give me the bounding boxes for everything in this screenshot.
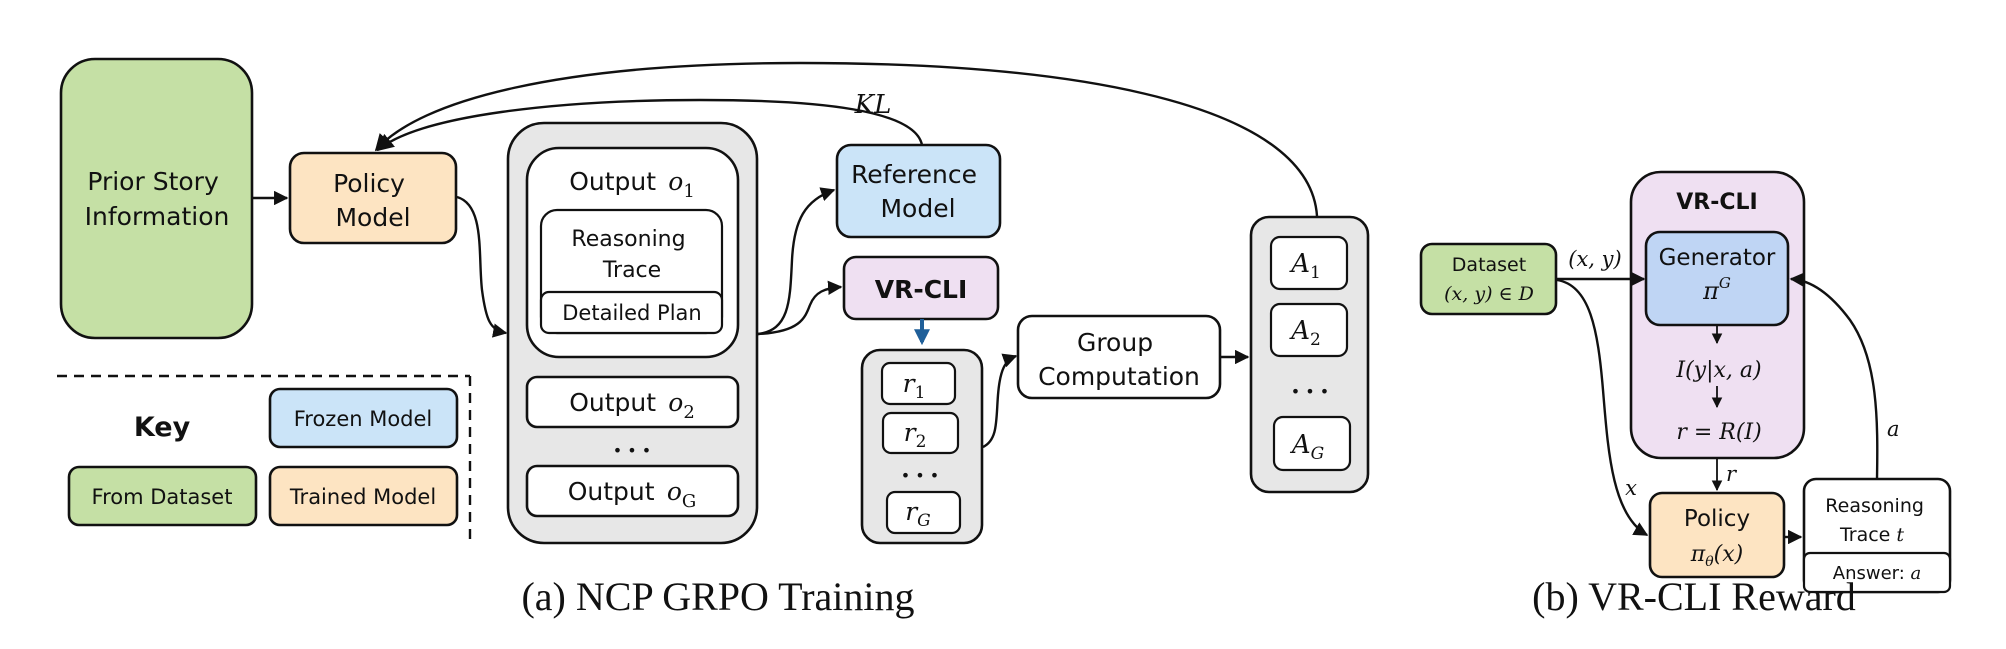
legend-frozen-swatch — [268, 387, 459, 449]
prior-story-box — [59, 57, 254, 340]
legend-title: Key — [134, 412, 191, 443]
answer-label: Answer: a — [1833, 563, 1922, 584]
xy-edge-label: (x, y) — [1568, 247, 1621, 271]
advantages-ellipsis: • • • — [1291, 382, 1329, 401]
reference-model-box — [835, 143, 1002, 239]
panel-a-grpo-training: KL Prior Story Information Policy Model … — [57, 57, 1370, 619]
advantage-a2-box — [1269, 302, 1349, 358]
reward-expression: r = R(I) — [1676, 420, 1761, 445]
rewards-to-group-arrow — [982, 353, 1018, 449]
outputs-to-reference-arrow — [757, 187, 836, 336]
policy-pi-expression: πθ(x) — [1690, 542, 1743, 570]
reward-r1-box — [880, 361, 957, 406]
legend-key: Key Frozen Model From Dataset Trained Mo… — [57, 374, 472, 546]
outputs-ellipsis: • • • — [613, 441, 651, 460]
info-expression: I(y|x, a) — [1675, 358, 1761, 383]
generator-symbol: πG — [1702, 274, 1731, 305]
group-computation-label: Group Computation — [1038, 328, 1200, 391]
caption-a: (a) NCP GRPO Training — [521, 574, 914, 619]
generator-box — [1644, 230, 1790, 327]
vrcli-outer-title: VR-CLI — [1676, 190, 1757, 215]
dataset-expression: (x, y) ∈ D — [1444, 283, 1534, 305]
trace-label: Reasoning Trace t — [1825, 495, 1928, 546]
reward-r2-box — [881, 411, 960, 455]
advantage-aG-label: AG — [1290, 430, 1324, 464]
advantage-a1-box — [1269, 235, 1349, 291]
output-oG-label: Output oG — [568, 477, 697, 512]
legend-trained-swatch — [268, 465, 459, 527]
vrcli-label: VR-CLI — [875, 275, 968, 304]
reward-r1-label: r1 — [903, 369, 926, 403]
outputs-to-vrcli-arrow — [757, 280, 843, 336]
policy-to-outputs-arrow — [456, 195, 508, 338]
legend-trained-label: Trained Model — [289, 485, 436, 509]
dataset-box — [1419, 242, 1558, 316]
reward-r2-label: r2 — [904, 418, 927, 452]
reward-rG-box — [885, 490, 962, 535]
policy-pi-label: Policy — [1684, 506, 1750, 532]
a-edge-label: a — [1887, 417, 1900, 441]
prior-story-label: Prior Story Information — [85, 167, 230, 231]
reference-model-label: Reference Model — [851, 160, 985, 223]
advantage-a2-label: A2 — [1289, 316, 1321, 350]
x-edge-label: x — [1625, 476, 1637, 500]
output-o2-box — [525, 375, 740, 429]
rewards-ellipsis: • • • — [901, 466, 939, 485]
generator-label: Generator — [1659, 245, 1776, 271]
policy-model-label: Policy Model — [333, 169, 413, 232]
kl-arc — [376, 98, 924, 152]
answer-to-generator-arrow — [1789, 272, 1879, 480]
policy-pi-box — [1648, 491, 1786, 579]
output-o1-label: Output o1 — [569, 167, 695, 202]
legend-dataset-label: From Dataset — [92, 485, 233, 509]
legend-frozen-label: Frozen Model — [294, 407, 433, 431]
output-oG-box — [525, 464, 740, 518]
answer-box — [1802, 551, 1952, 594]
reasoning-trace-label: Reasoning Trace — [571, 227, 692, 283]
policy-model-box — [288, 151, 458, 245]
dataset-to-policy-arrow — [1556, 278, 1649, 537]
dataset-label: Dataset — [1452, 254, 1526, 276]
detailed-plan-box — [539, 290, 724, 335]
advantage-a1-label: A1 — [1289, 249, 1321, 283]
r-edge-label: r — [1726, 462, 1738, 486]
caption-b: (b) VR-CLI Reward — [1532, 574, 1856, 619]
group-computation-box — [1016, 314, 1222, 400]
advantage-feedback-arc — [374, 61, 1319, 217]
legend-dataset-swatch — [67, 465, 258, 527]
advantage-aG-box — [1272, 415, 1352, 472]
reward-rG-label: rG — [905, 497, 931, 531]
panel-b-vrcli-reward: VR-CLI Generator πG I(y|x, a) r = R(I) D… — [1419, 170, 1952, 619]
detailed-plan-label: Detailed Plan — [562, 301, 701, 325]
kl-label: KL — [854, 90, 892, 120]
output-o2-label: Output o2 — [569, 388, 695, 423]
